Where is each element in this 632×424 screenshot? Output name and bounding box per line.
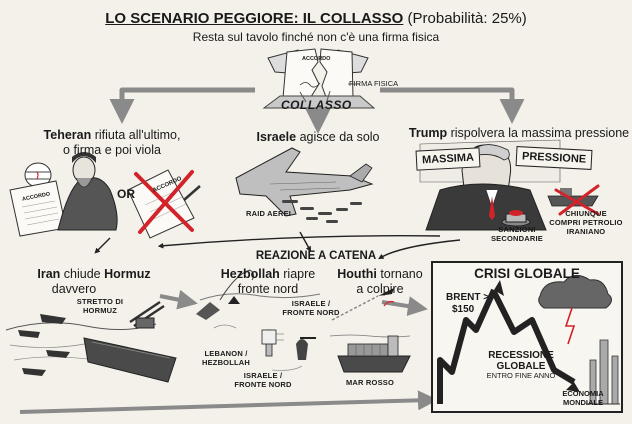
economy-label-1: ECONOMIA [562,389,604,398]
houthi-line2: a colpire [356,282,404,296]
paper-label: ACCORDO [302,56,331,62]
hormuz-bold: Hormuz [104,267,151,281]
trump-heading: Trump rispolvera la massima pressione [408,126,630,140]
red-sea-label: MAR ROSSO [345,378,395,387]
israel-front-2: FRONTE NORD [282,308,340,317]
brent-label-1: BRENT > [446,292,490,303]
hezbollah-scene [196,269,321,371]
top-flow-arrows [109,87,525,134]
hezbollah-line2: fronte nord [237,282,299,296]
hezbollah-bold: Hezbollah [220,267,280,281]
iran-heading: Iran chiude Hormuz [14,267,174,281]
lebanon-label-2: HEZBOLLAH [201,358,251,367]
sanctions-caption-1: SANZIONI [498,225,536,234]
israel-jet-illustration [235,147,374,223]
flow-arrows-lower [19,289,438,414]
trump-rest: rispolvera la massima pressione [447,126,630,140]
israele-heading: Israele agisce da solo [238,130,398,144]
economy-label-2: MONDIALE [563,398,603,407]
recession-label-1: RECESSIONE [488,350,554,361]
israele-bold: Israele [256,130,297,144]
iran-mid: chiude [60,267,105,281]
lebanon-label-1: LEBANON / [204,349,248,358]
chain-label: REAZIONE A CATENA [255,250,377,262]
strait-caption-2: HORMUZ [82,306,118,315]
iran-line2: davvero [51,282,97,296]
raid-caption: RAID AEREI [246,209,292,218]
hezbollah-rest: riapre [279,267,316,281]
hormuz-scene [5,300,177,383]
ship-caption-2: COMPRI PETROLIO [549,218,623,227]
israel-front-4: FRONTE NORD [234,380,292,389]
trump-bold: Trump [408,126,448,140]
sanctions-caption-2: SECONDARIE [490,234,543,243]
houthi-bold: Houthi [337,267,377,281]
teheran-illustration [9,152,201,239]
collapse-label: COLLASSO [281,98,352,112]
ship-caption-3: IRANIANO [566,227,606,236]
or-label: OR [117,187,135,201]
houthi-scene [329,288,411,373]
page-title: LO SCENARIO PEGGIORE: IL COLLASSO (Proba… [0,10,632,27]
signature-label: FIRMA FISICA [349,79,399,88]
teheran-bold: Teheran [43,128,92,142]
israel-front-3: ISRAELE / [243,371,283,380]
crisis-title: CRISI GLOBALE [474,266,580,281]
subtitle: Resta sul tavolo finché non c'è una firm… [192,30,440,44]
israele-rest: agisce da solo [296,130,380,144]
crisis-box [431,261,623,413]
teheran-heading: Teheran rifiuta all'ultimo, [22,128,202,142]
chain-arrows [94,231,461,260]
teheran-line2: o firma e poi viola [63,143,161,157]
title-probability: (Probabilità: 25%) [407,10,527,27]
houthi-rest: tornano [376,267,423,281]
title-bold: LO SCENARIO PEGGIORE: IL COLLASSO [105,10,404,27]
torn-agreement-illustration [262,48,376,109]
recession-label-3: ENTRO FINE ANNO [486,371,556,380]
houthi-heading: Houthi tornano [320,267,440,281]
banner-pressione: PRESSIONE [515,146,593,170]
israel-front-1: ISRAELE / [291,299,331,308]
banner-massima: MASSIMA [415,147,481,171]
iran-bold: Iran [37,267,61,281]
ship-caption-1: CHIUNQUE [565,209,607,218]
recession-label-2: GLOBALE [496,361,546,372]
brent-label-2: $150 [452,304,475,315]
teheran-rest: rifiuta all'ultimo, [91,128,181,142]
hezbollah-heading: Hezbollah riapre [198,267,338,281]
strait-caption-1: STRETTO DI [76,297,124,306]
